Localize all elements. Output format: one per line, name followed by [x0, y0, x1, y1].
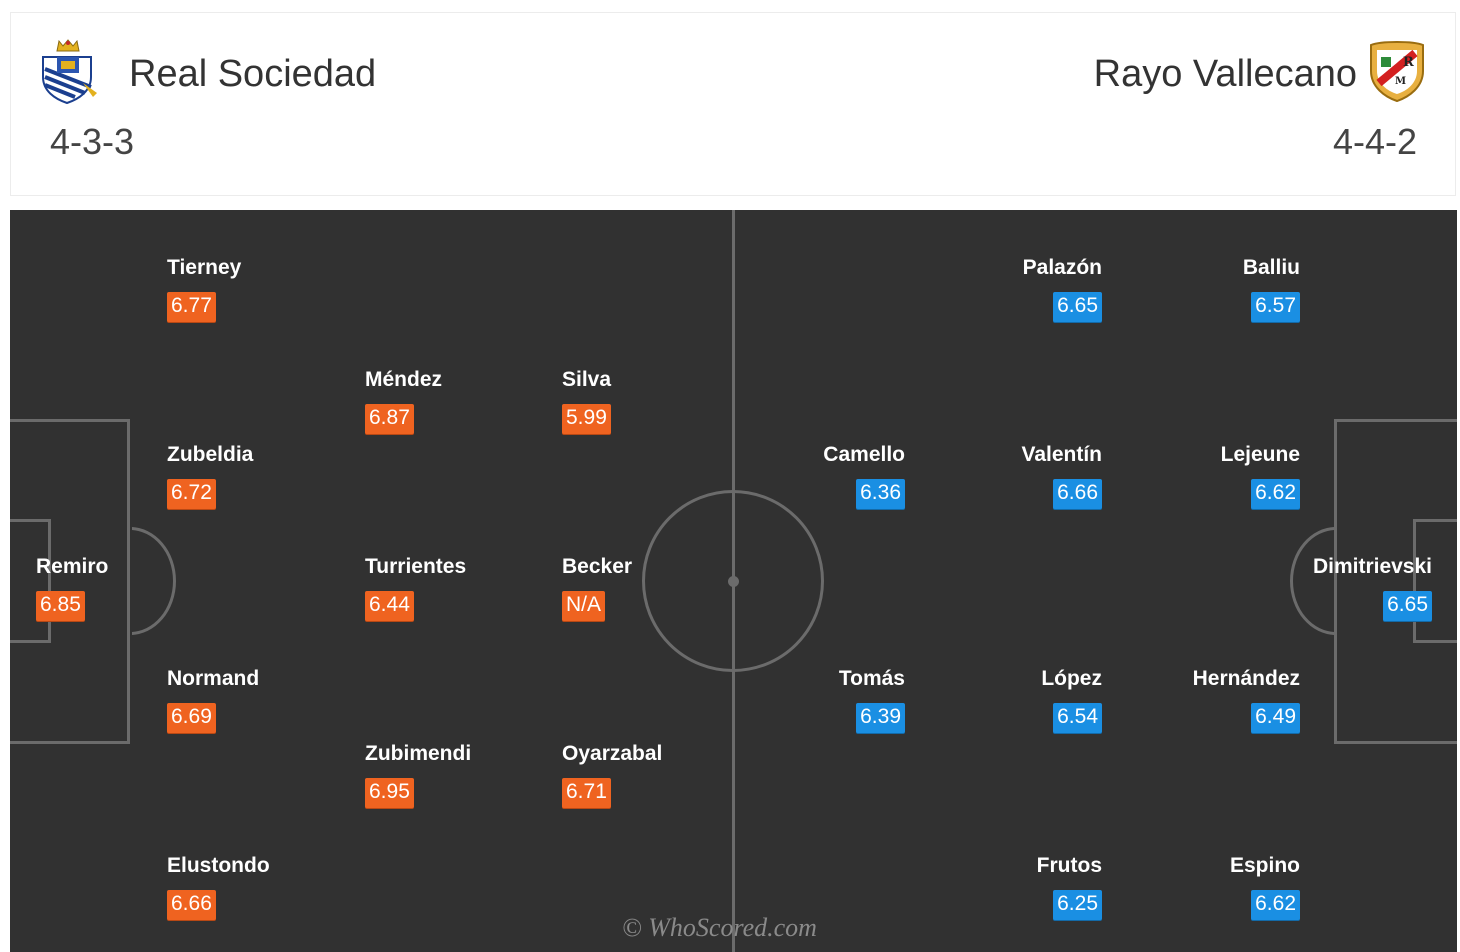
- player-name: Balliu: [1242, 256, 1300, 279]
- player-rating: 6.62: [1251, 890, 1300, 920]
- rayo-vallecano-crest-icon: R M: [1365, 39, 1429, 105]
- player-name: Lejeune: [1220, 443, 1300, 466]
- away-goal-area: [1413, 519, 1457, 643]
- svg-text:M: M: [1395, 76, 1406, 87]
- center-spot: [728, 576, 739, 587]
- player-rating: 6.87: [365, 404, 414, 434]
- home-goal-area: [10, 519, 51, 643]
- player-balliu[interactable]: Balliu 6.57: [1243, 255, 1300, 322]
- away-team-name[interactable]: Rayo Vallecano: [1093, 53, 1357, 95]
- player-name: Valentín: [1021, 443, 1102, 466]
- player-name: Tierney: [167, 256, 242, 279]
- player-becker[interactable]: Becker N/A: [562, 554, 632, 621]
- player-rating: 6.85: [36, 591, 85, 621]
- away-penalty-box: [1334, 419, 1457, 744]
- real-sociedad-crest-icon: [37, 39, 101, 105]
- player-silva[interactable]: Silva 5.99: [562, 367, 611, 434]
- player-rating: 6.77: [167, 292, 216, 322]
- player-rating: 5.99: [562, 404, 611, 434]
- player-hernandez[interactable]: Hernández 6.49: [1193, 666, 1300, 733]
- player-name: López: [1041, 667, 1102, 690]
- player-rating: 6.65: [1383, 591, 1432, 621]
- player-name: Becker: [562, 555, 633, 578]
- pitch: Tierney 6.77 Méndez 6.87 Silva 5.99 Zube…: [10, 210, 1457, 952]
- player-elustondo[interactable]: Elustondo 6.66: [167, 853, 270, 920]
- player-name: Silva: [562, 368, 612, 391]
- player-palazon[interactable]: Palazón 6.65: [1023, 255, 1102, 322]
- player-name: Zubeldia: [167, 443, 254, 466]
- player-name: Normand: [167, 667, 260, 690]
- player-rating: N/A: [562, 591, 606, 621]
- player-name: Tomás: [838, 667, 905, 690]
- player-tomas[interactable]: Tomás 6.39: [839, 666, 905, 733]
- player-name: Frutos: [1036, 854, 1102, 877]
- player-normand[interactable]: Normand 6.69: [167, 666, 259, 733]
- player-rating: 6.72: [167, 479, 216, 509]
- player-rating: 6.62: [1251, 479, 1300, 509]
- player-rating: 6.44: [365, 591, 414, 621]
- player-name: Hernández: [1192, 667, 1300, 690]
- player-name: Méndez: [365, 368, 443, 391]
- match-header: Real Sociedad 4-3-3 Rayo Vallecano 4-4-2…: [10, 12, 1456, 196]
- player-lopez[interactable]: López 6.54: [1041, 666, 1102, 733]
- player-rating: 6.69: [167, 703, 216, 733]
- player-lejeune[interactable]: Lejeune 6.62: [1221, 442, 1300, 509]
- player-rating: 6.39: [856, 703, 905, 733]
- player-name: Palazón: [1022, 256, 1102, 279]
- player-name: Zubimendi: [365, 742, 472, 765]
- player-name: Dimitrievski: [1312, 555, 1432, 578]
- player-dimitrievski[interactable]: Dimitrievski 6.65: [1313, 554, 1432, 621]
- player-valentin[interactable]: Valentín 6.66: [1021, 442, 1102, 509]
- player-rating: 6.95: [365, 778, 414, 808]
- center-circle: [642, 490, 824, 672]
- player-name: Turrientes: [365, 555, 467, 578]
- svg-text:R: R: [1403, 55, 1414, 70]
- player-name: Remiro: [36, 555, 109, 578]
- player-rating: 6.57: [1251, 292, 1300, 322]
- player-rating: 6.71: [562, 778, 611, 808]
- player-remiro[interactable]: Remiro 6.85: [36, 554, 108, 621]
- player-rating: 6.65: [1053, 292, 1102, 322]
- player-camello[interactable]: Camello 6.36: [823, 442, 905, 509]
- player-name: Elustondo: [167, 854, 270, 877]
- home-formation: 4-3-3: [50, 121, 135, 162]
- player-tierney[interactable]: Tierney 6.77: [167, 255, 241, 322]
- player-rating: 6.66: [167, 890, 216, 920]
- player-rating: 6.25: [1053, 890, 1102, 920]
- player-rating: 6.54: [1053, 703, 1102, 733]
- player-oyarzabal[interactable]: Oyarzabal 6.71: [562, 741, 662, 808]
- player-mendez[interactable]: Méndez 6.87: [365, 367, 442, 434]
- home-penalty-box: [10, 419, 130, 744]
- player-zubeldia[interactable]: Zubeldia 6.72: [167, 442, 253, 509]
- away-formation: 4-4-2: [1332, 121, 1417, 162]
- player-rating: 6.66: [1053, 479, 1102, 509]
- home-team-name[interactable]: Real Sociedad: [129, 53, 377, 95]
- player-espino[interactable]: Espino 6.62: [1230, 853, 1300, 920]
- player-rating: 6.49: [1251, 703, 1300, 733]
- player-turrientes[interactable]: Turrientes 6.44: [365, 554, 466, 621]
- player-name: Camello: [823, 443, 905, 466]
- player-rating: 6.36: [856, 479, 905, 509]
- whoscored-watermark: © WhoScored.com: [622, 913, 817, 942]
- player-zubimendi[interactable]: Zubimendi 6.95: [365, 741, 471, 808]
- player-name: Espino: [1229, 854, 1300, 877]
- player-frutos[interactable]: Frutos 6.25: [1037, 853, 1102, 920]
- player-name: Oyarzabal: [562, 742, 663, 765]
